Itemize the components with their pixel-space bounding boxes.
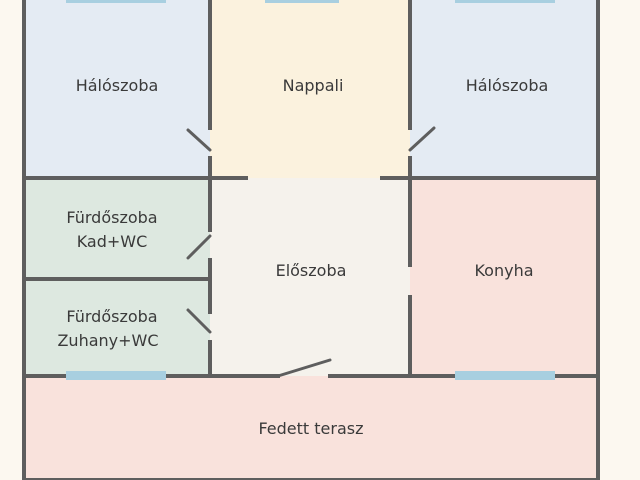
label-bathroom-1-detail: Kad+WC — [77, 232, 148, 251]
door-bathroom-2 — [186, 308, 212, 334]
room-bathroom-1 — [24, 178, 210, 279]
room-bathroom-2 — [24, 279, 210, 376]
label-bathroom-1-title: Fürdőszoba — [66, 208, 157, 227]
label-bathroom-2-detail: Zuhany+WC — [57, 331, 158, 350]
door-bedroom-left — [186, 128, 212, 152]
room-kitchen — [410, 178, 598, 376]
room-bedroom-left — [24, 0, 210, 178]
room-bedroom-right — [410, 0, 598, 178]
room-terrace — [24, 376, 598, 480]
window-kitchen — [455, 371, 555, 380]
label-hallway: Előszoba — [276, 261, 347, 280]
windows — [66, 0, 555, 380]
door-terrace — [276, 358, 332, 378]
doors — [186, 126, 436, 378]
label-bathroom-2-title: Fürdőszoba — [66, 307, 157, 326]
label-kitchen: Konyha — [474, 261, 533, 280]
room-living — [210, 0, 410, 178]
label-terrace: Fedett terasz — [258, 419, 363, 438]
label-bedroom-left: Hálószoba — [76, 76, 159, 95]
window-bathroom-2 — [66, 371, 166, 380]
label-living-room: Nappali — [283, 76, 344, 95]
window-living — [265, 0, 339, 3]
door-bedroom-right — [408, 126, 436, 152]
window-bedroom-right — [455, 0, 555, 3]
window-bedroom-left — [66, 0, 166, 3]
door-bathroom-1 — [186, 234, 212, 260]
room-hallway — [210, 178, 410, 376]
label-bedroom-right: Hálószoba — [466, 76, 549, 95]
